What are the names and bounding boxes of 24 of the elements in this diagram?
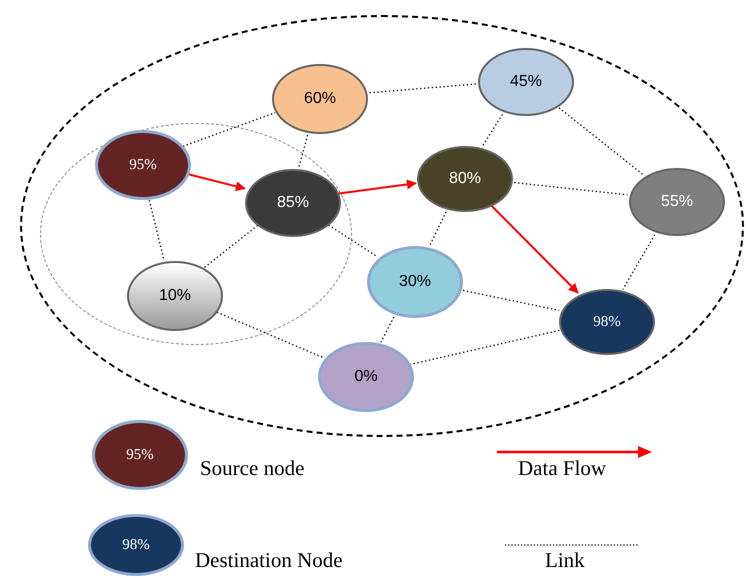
swatch-value: 95% xyxy=(126,446,154,464)
percentage-node: 98% xyxy=(559,289,655,355)
percentage-node: 10% xyxy=(127,261,223,331)
percentage-node: 60% xyxy=(272,64,368,134)
link-line xyxy=(410,330,560,366)
flow-arrow xyxy=(337,180,417,195)
percentage-node: 55% xyxy=(629,168,725,236)
link-line xyxy=(556,104,644,176)
legend-label: Data Flow xyxy=(518,456,606,481)
percentage-node: 95% xyxy=(95,130,191,200)
percentage-node: 80% xyxy=(417,146,513,212)
network-boundary xyxy=(20,15,744,437)
link-line xyxy=(182,112,276,147)
link-line xyxy=(204,224,258,268)
swatch-value: 98% xyxy=(122,536,150,554)
percentage-node: 85% xyxy=(245,169,341,237)
flow-arrow xyxy=(489,204,579,294)
percentage-node: 30% xyxy=(367,246,463,318)
legend-label: Destination Node xyxy=(195,548,343,573)
legend-label: Link xyxy=(545,548,585,573)
cluster-boundary xyxy=(40,123,352,345)
percentage-node: 45% xyxy=(478,48,574,116)
percentage-node: 0% xyxy=(318,342,414,412)
legend-label: Source node xyxy=(200,456,304,481)
